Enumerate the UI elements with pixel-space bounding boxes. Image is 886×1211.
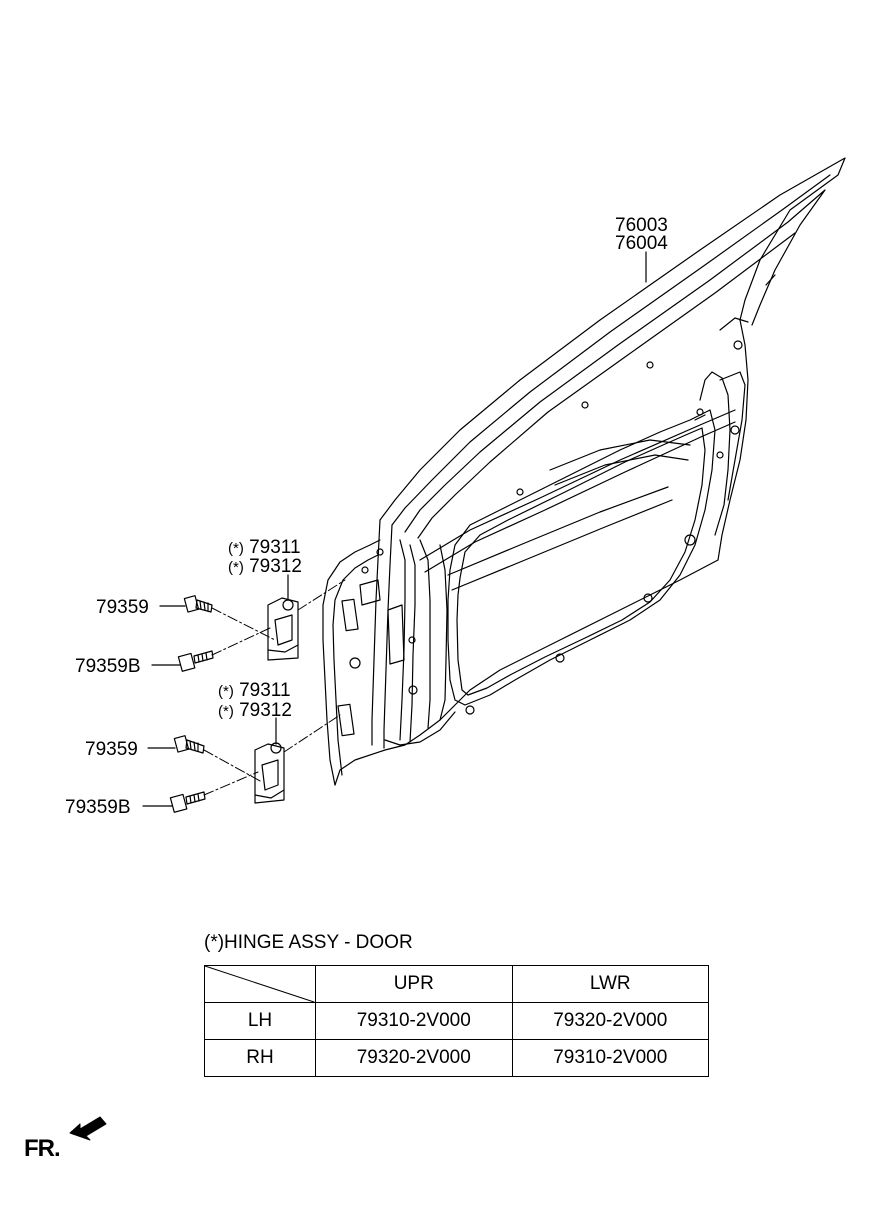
column-header-lwr: LWR — [511, 965, 709, 1003]
door-panel-label-1: 76003 — [615, 215, 668, 236]
table-row: RH 79320-2V000 79310-2V000 — [204, 1039, 709, 1077]
door-panel — [322, 157, 846, 786]
lower-hinge-part-79312: 79312 — [239, 700, 292, 721]
hinge-assy-table: UPR LWR LH 79310-2V000 79320-2V000 RH 79… — [204, 965, 709, 1077]
asterisk-marker: (*) — [228, 559, 244, 576]
upper-bolt-b-label: 79359B — [75, 656, 141, 677]
upper-bolt-79359 — [183, 595, 213, 613]
lower-hinge-label-2: (*) 79312 — [218, 701, 292, 721]
asterisk-marker: (*) — [218, 703, 234, 720]
upper-hinge-part-79311: 79311 — [249, 537, 301, 558]
column-header-upr: UPR — [315, 965, 513, 1003]
front-direction-label: FR. — [24, 1135, 61, 1162]
cell-lh-upr: 79310-2V000 — [315, 1002, 513, 1040]
lower-bolt-b-label: 79359B — [65, 797, 131, 818]
lower-bolt-label: 79359 — [85, 739, 138, 760]
cell-lh-lwr: 79320-2V000 — [511, 1002, 709, 1040]
upper-bolt-label: 79359 — [96, 597, 149, 618]
upper-hinge-label-1: (*) 79311 — [228, 538, 301, 558]
asterisk-marker: (*) — [228, 540, 244, 557]
arrow-down-left-icon — [69, 1116, 107, 1141]
cell-rh-upr: 79320-2V000 — [315, 1039, 513, 1077]
row-label-rh: RH — [204, 1039, 316, 1077]
lower-hinge-label-1: (*) 79311 — [218, 681, 291, 701]
door-panel-label-2: 76004 — [615, 233, 668, 254]
table-row: LH 79310-2V000 79320-2V000 — [204, 1002, 709, 1040]
table-header-row: UPR LWR — [204, 965, 709, 1003]
lower-hinge — [254, 717, 285, 804]
table-title: (*)HINGE ASSY - DOOR — [204, 932, 413, 953]
upper-hinge-part-79312: 79312 — [249, 556, 302, 577]
row-label-lh: LH — [204, 1002, 316, 1040]
lower-bolt-79359b — [169, 791, 206, 813]
upper-hinge — [267, 574, 299, 661]
lower-bolt-79359 — [173, 735, 205, 754]
asterisk-marker: (*) — [218, 683, 234, 700]
upper-hinge-label-2: (*) 79312 — [228, 557, 302, 577]
cell-rh-lwr: 79310-2V000 — [511, 1039, 709, 1077]
lower-hinge-part-79311: 79311 — [239, 680, 291, 701]
assembly-lines — [203, 579, 346, 796]
upper-bolt-79359b — [177, 650, 214, 672]
table-corner-cell — [204, 965, 316, 1003]
